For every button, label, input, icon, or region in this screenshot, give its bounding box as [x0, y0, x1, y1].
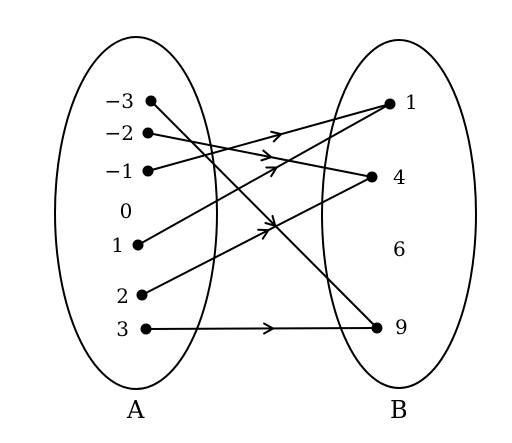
set-b-label: B — [390, 396, 408, 424]
arrowhead-icon — [265, 166, 278, 178]
set-a-element: −3 — [105, 89, 134, 113]
set-a-oval — [54, 36, 218, 390]
set-a-element: −1 — [105, 159, 134, 183]
set-b-oval — [321, 39, 477, 389]
set-b-point — [371, 322, 383, 334]
set-b-element: 1 — [405, 90, 418, 114]
arrowhead-icon — [263, 322, 275, 335]
set-a-point — [142, 127, 154, 139]
set-a-element: 1 — [111, 233, 124, 257]
mapping-arrow-line — [147, 103, 391, 172]
mapping-arrow-line — [145, 327, 378, 330]
set-a-point — [140, 323, 152, 335]
mapping-arrow-line — [150, 100, 378, 329]
mapping-arrow-line — [137, 103, 391, 246]
set-a-element: 2 — [116, 284, 129, 308]
arrowhead-icon — [257, 228, 270, 240]
arrowhead-icon — [260, 149, 273, 162]
set-b-element: 4 — [393, 165, 406, 189]
set-a-point — [145, 95, 157, 107]
mapping-arrow-line — [141, 176, 373, 296]
set-a-point — [142, 165, 154, 177]
set-a-element: −2 — [105, 121, 134, 145]
mapping-arrows — [137, 100, 391, 335]
set-b-point — [366, 171, 378, 183]
set-a-point — [132, 239, 144, 251]
set-a-point — [136, 289, 148, 301]
set-a-element: 3 — [116, 317, 129, 341]
set-b-element: 6 — [393, 237, 406, 261]
arrowhead-icon — [270, 130, 283, 143]
set-a-element: 0 — [120, 199, 133, 223]
set-b-element: 9 — [395, 315, 408, 339]
set-b-point — [384, 98, 396, 110]
set-a-label: A — [126, 396, 145, 424]
mapping-arrow-line — [147, 132, 373, 178]
